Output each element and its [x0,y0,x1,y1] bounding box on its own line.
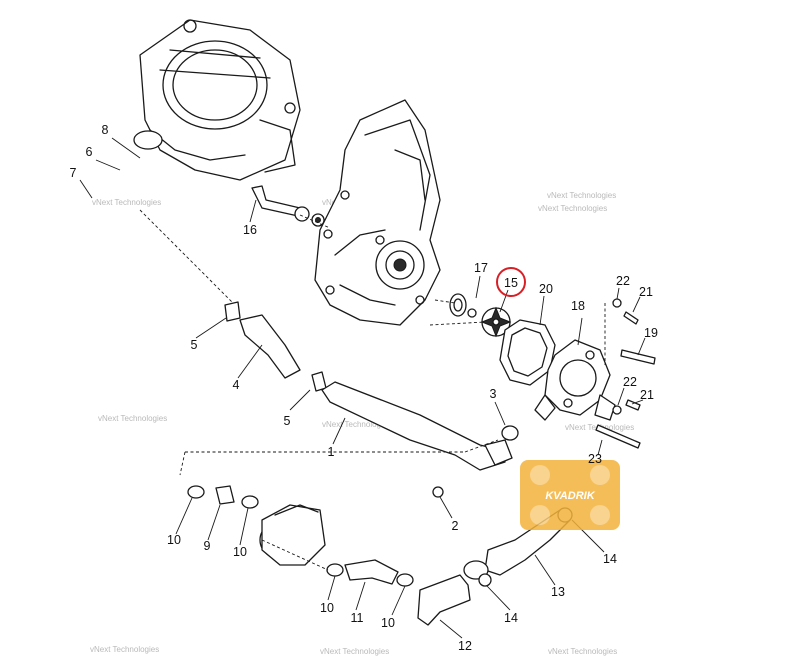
callout-labels: 8 6 7 16 17 15 20 22 21 18 19 5 4 22 21 … [70,123,658,653]
callout-label: 9 [204,539,211,553]
callout-label: 22 [623,375,637,389]
callout-label: 14 [504,611,518,625]
kvadrik-logo: KVADRIK [520,460,620,530]
callout-label: 11 [351,611,364,625]
callout-label: 17 [474,261,488,275]
logo-text: KVADRIK [545,490,595,502]
callout-label: 10 [381,616,395,630]
watermark: vNext Technologies [98,414,167,423]
mechanical-seal [449,293,477,318]
callout-label: 12 [458,639,472,653]
watermark: vNext Technologies [547,191,616,200]
callout-label: 6 [86,145,93,159]
hose-11 [344,559,399,585]
pump-housing [534,339,616,421]
callout-label: 16 [243,223,257,237]
thermostat-housing [259,504,326,566]
coolant-pipe [321,381,513,498]
watermark: vNext Technologies [92,198,161,207]
leader-lines [79,137,646,639]
callout-label: 14 [603,552,617,566]
callout-label: 3 [490,387,497,401]
callout-label: 8 [102,123,109,137]
watermark: vNext Technologies [548,647,617,656]
callout-label: 10 [233,545,247,559]
callout-label: 4 [233,378,240,392]
watermark: vNext Technologies [90,645,159,654]
hose-upper [224,301,327,392]
callout-label: 7 [70,166,77,180]
callout-label: 5 [284,414,291,428]
pump-shaft [251,185,333,239]
callout-label: 23 [588,452,602,466]
highlight-circle [496,267,526,297]
watermark: vNext Technologies [320,647,389,656]
callout-label: 10 [167,533,181,547]
callout-label: 15 [504,276,518,290]
callout-label: 21 [640,388,654,402]
callout-label: 21 [639,285,653,299]
hose-clamp [501,425,519,441]
hose-12 [417,574,471,626]
watermark: vNext Technologies [322,420,391,429]
callout-label: 10 [320,601,334,615]
callout-label: 5 [191,338,198,352]
watermark: vNext Technologies [538,204,607,213]
callout-label: 20 [539,282,553,296]
callout-label: 13 [551,585,565,599]
callout-label: 22 [616,274,630,288]
callout-label: 2 [452,519,459,533]
callout-label: 1 [328,445,335,459]
callout-label: 19 [644,326,658,340]
crankcase-cover [314,99,441,326]
bolts [595,298,656,449]
cylinder-block [133,19,301,181]
callout-label: 18 [571,299,585,313]
